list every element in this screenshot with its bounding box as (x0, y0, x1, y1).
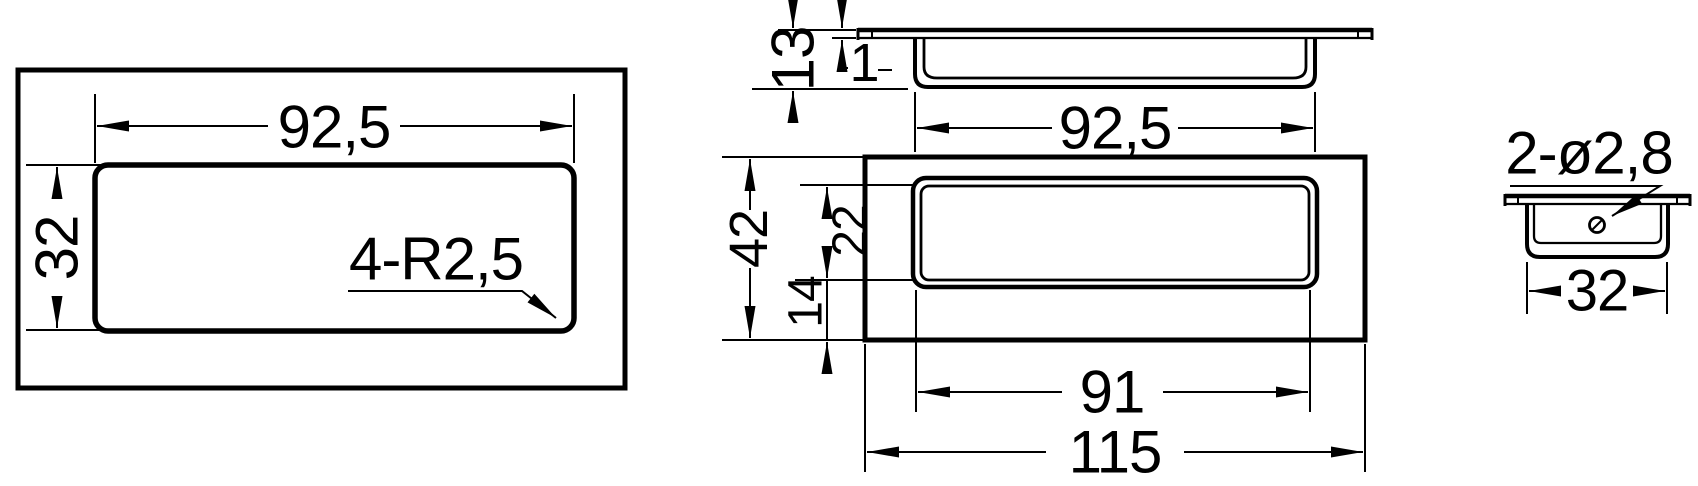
front-view: 42 22 14 91 115 (719, 154, 1368, 486)
body-inner-wall (1532, 205, 1663, 245)
front-outline (862, 154, 1368, 343)
dim-recess-width: 91 (1080, 359, 1145, 426)
dim-recess-height: 22 (824, 205, 877, 256)
side-section-view: 13 1 92,5 (752, 0, 1374, 162)
body-outer-wall (913, 38, 1317, 89)
dim-body-width: 32 (1566, 259, 1629, 324)
dim-cutout-width: 92,5 (278, 94, 391, 161)
dim-cutout-height: 32 (24, 216, 91, 281)
dim-bottom-margin: 14 (780, 276, 833, 328)
radius-leader-line (348, 290, 557, 319)
dim-holes: 2-ø2,8 (1505, 120, 1672, 187)
dim-corner-radius: 4-R2,5 (349, 226, 523, 293)
dim-front-height: 42 (719, 210, 779, 268)
body-outer-wall (1525, 205, 1670, 259)
recess-outer-rim (910, 175, 1320, 290)
recess-inner-rim (919, 184, 1311, 282)
body-inner-wall (922, 38, 1308, 80)
cutout-view: 92,5 32 4-R2,5 (15, 67, 628, 391)
screw-hole (1588, 216, 1606, 234)
dim-front-width: 115 (1069, 419, 1162, 486)
dim-flange-thickness: 1 (849, 33, 878, 93)
dim-top-opening-width: 92,5 (1059, 95, 1172, 162)
dim-depth: 13 (760, 27, 827, 92)
panel-outline (15, 67, 628, 391)
end-view: 2-ø2,8 32 (1503, 120, 1692, 324)
cutout-rounded-rect (92, 162, 577, 334)
hole-tick (1590, 218, 1604, 232)
hole-leader-line (1510, 185, 1664, 217)
